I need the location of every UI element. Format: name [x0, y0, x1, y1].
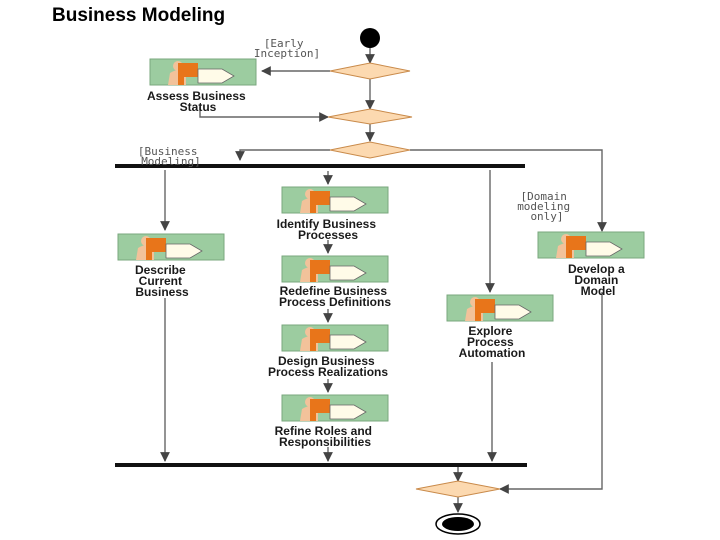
flow-decision-3-to-fork [235, 149, 330, 161]
page-title: Business Modeling [52, 5, 226, 26]
activity-icon-refine-roles-and-responsibilities [281, 394, 389, 422]
label-identify-business-processes: Identify Business Processes [277, 217, 380, 242]
flow-domain-to-decision-4 [499, 292, 603, 494]
activity-icons [117, 58, 645, 422]
start-node [360, 28, 380, 48]
decision-diamonds [327, 62, 501, 498]
fork-bar [115, 164, 525, 168]
guard-early-inception: [Early Inception] [254, 37, 320, 60]
activity-icon-design-business-process-realizations [281, 324, 389, 352]
activity-icon-identify-business-processes [281, 186, 389, 214]
label-design-business-process-realizations: Design Business Process Realizations [268, 354, 388, 379]
label-describe-current-business: Describe Current Business [135, 263, 189, 299]
activity-icon-describe-current-business [117, 233, 225, 261]
guard-domain-modeling: [Domain modeling only] [517, 190, 577, 223]
label-assess-business-status: Assess Business Status [147, 89, 249, 114]
decision-diamond [329, 141, 411, 159]
connectors [160, 46, 607, 513]
activity-icon-develop-domain-model [537, 231, 645, 259]
activity-icon-assess-business-status [149, 58, 257, 86]
join-bar [115, 463, 527, 467]
label-explore-process-automation: Explore Process Automation [459, 324, 526, 360]
end-node [435, 513, 481, 535]
decision-diamond [329, 62, 411, 80]
guard-business-modeling: [Business Modeling] [138, 145, 204, 168]
activity-icon-explore-process-automation [446, 294, 554, 322]
activity-icon-redefine-business-process-definitions [281, 255, 389, 283]
flow-decision-3-to-domain [410, 149, 607, 232]
label-develop-domain-model: Develop a Domain Model [568, 262, 628, 298]
decision-diamond [415, 480, 501, 498]
label-refine-roles-and-responsibilities: Refine Roles and Responsibilities [275, 424, 376, 449]
decision-diamond [327, 108, 413, 125]
flow-assess-to-decision-2 [199, 107, 329, 122]
label-redefine-business-process-definitions: Redefine Business Process Definitions [279, 284, 391, 309]
